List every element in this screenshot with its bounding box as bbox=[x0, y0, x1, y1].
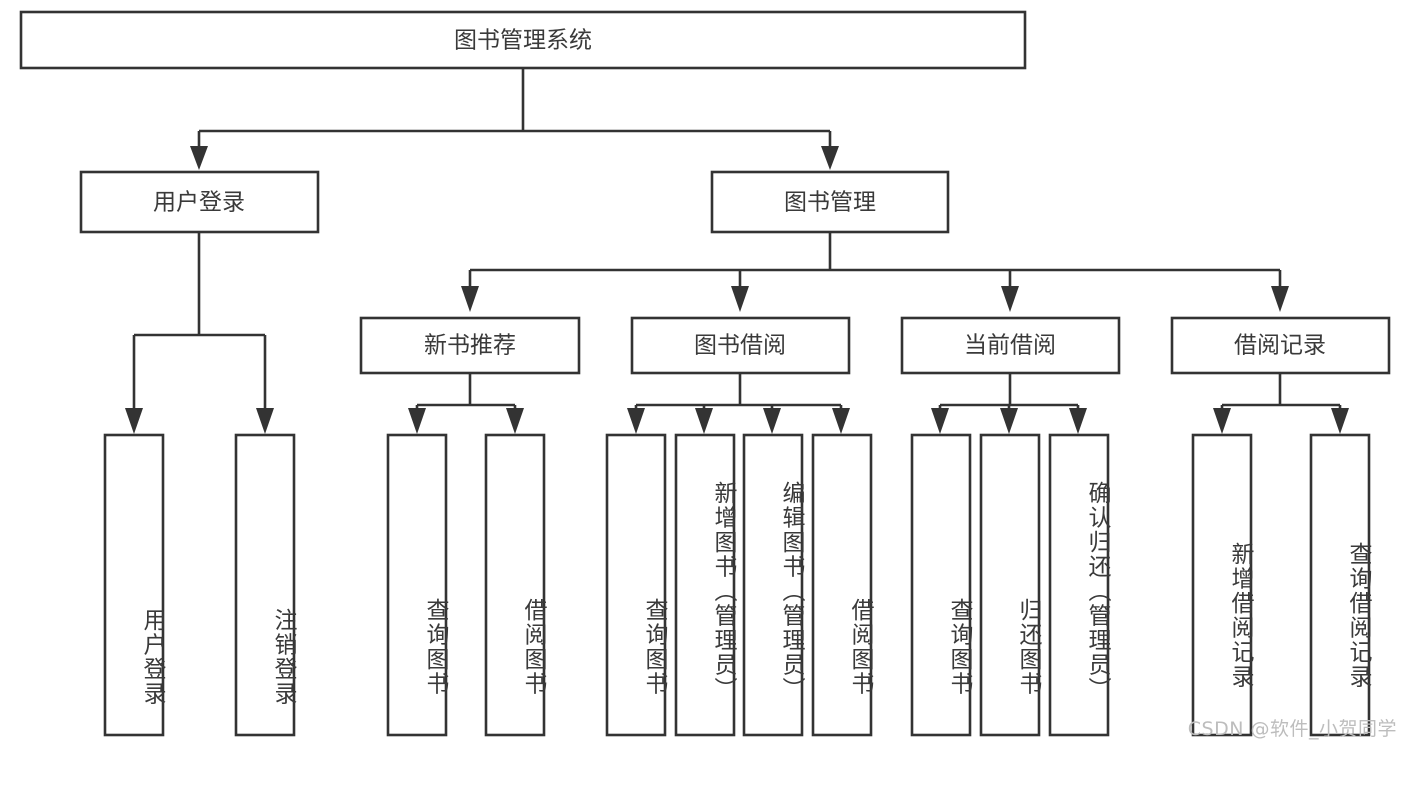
leaf-box-bb-borrow-book[interactable] bbox=[811, 433, 873, 737]
leaf-box-nb-query-book[interactable] bbox=[386, 433, 448, 737]
leaf-box-cb-query-book[interactable] bbox=[910, 433, 972, 737]
arrow-head-br-leaf2 bbox=[1331, 408, 1349, 434]
leaf-box-bb-edit-book[interactable] bbox=[742, 433, 804, 737]
node-new-book-recommend-label: 新书推荐 bbox=[424, 333, 516, 359]
arrow-head-leaf-logout bbox=[256, 408, 274, 434]
arrow-head-bb-leaf4 bbox=[832, 408, 850, 434]
leaf-box-br-add-record[interactable] bbox=[1191, 433, 1253, 737]
node-book-management-label: 图书管理 bbox=[784, 190, 876, 216]
arrow-head-bb-leaf2 bbox=[695, 408, 713, 434]
arrow-head-br-leaf1 bbox=[1213, 408, 1231, 434]
hierarchy-diagram-svg: 图书管理系统 用户登录 图书管理 新书推荐 bbox=[19, 10, 1391, 737]
arrow-head-cb-leaf2 bbox=[1000, 408, 1018, 434]
node-book-management[interactable] bbox=[710, 170, 950, 234]
arrow-head-book-borrow bbox=[731, 286, 749, 312]
node-current-borrow[interactable] bbox=[900, 316, 1121, 375]
node-current-borrow-label: 当前借阅 bbox=[964, 333, 1056, 359]
node-borrow-record[interactable] bbox=[1170, 316, 1391, 375]
arrow-head-nb-leaf1 bbox=[408, 408, 426, 434]
node-user-login-label: 用户登录 bbox=[153, 190, 245, 216]
leaf-box-logout[interactable] bbox=[234, 433, 296, 737]
arrow-head-bb-leaf3 bbox=[763, 408, 781, 434]
node-new-book-recommend[interactable] bbox=[359, 316, 581, 375]
node-root-book-management-system[interactable] bbox=[19, 10, 1027, 70]
arrow-head-user-login bbox=[190, 146, 208, 170]
arrow-head-cb-leaf1 bbox=[931, 408, 949, 434]
node-root-label: 图书管理系统 bbox=[454, 28, 592, 54]
arrow-head-nb-leaf2 bbox=[506, 408, 524, 434]
leaf-box-cb-confirm-return[interactable] bbox=[1048, 433, 1110, 737]
arrow-head-cb-leaf3 bbox=[1069, 408, 1087, 434]
arrow-head-leaf-user-login bbox=[125, 408, 143, 434]
leaf-box-user-login[interactable] bbox=[103, 433, 165, 737]
leaf-box-br-query-record[interactable] bbox=[1309, 433, 1371, 737]
arrow-head-bb-leaf1 bbox=[627, 408, 645, 434]
node-book-borrow[interactable] bbox=[630, 316, 851, 375]
arrow-head-borrow-record bbox=[1271, 286, 1289, 312]
node-borrow-record-label: 借阅记录 bbox=[1234, 333, 1326, 359]
arrow-head-book-management bbox=[821, 146, 839, 170]
leaf-box-bb-add-book[interactable] bbox=[674, 433, 736, 737]
arrow-head-new-book-recommend bbox=[461, 286, 479, 312]
leaf-box-nb-borrow-book[interactable] bbox=[484, 433, 546, 737]
arrow-head-current-borrow bbox=[1001, 286, 1019, 312]
diagram-canvas: 图书管理系统 用户登录 图书管理 新书推荐 bbox=[19, 10, 1397, 740]
node-book-borrow-label: 图书借阅 bbox=[694, 333, 786, 359]
watermark-text: CSDN @软件_小贺同学 bbox=[1187, 718, 1397, 740]
leaf-box-bb-query-book[interactable] bbox=[605, 433, 667, 737]
leaf-box-cb-return-book[interactable] bbox=[979, 433, 1041, 737]
